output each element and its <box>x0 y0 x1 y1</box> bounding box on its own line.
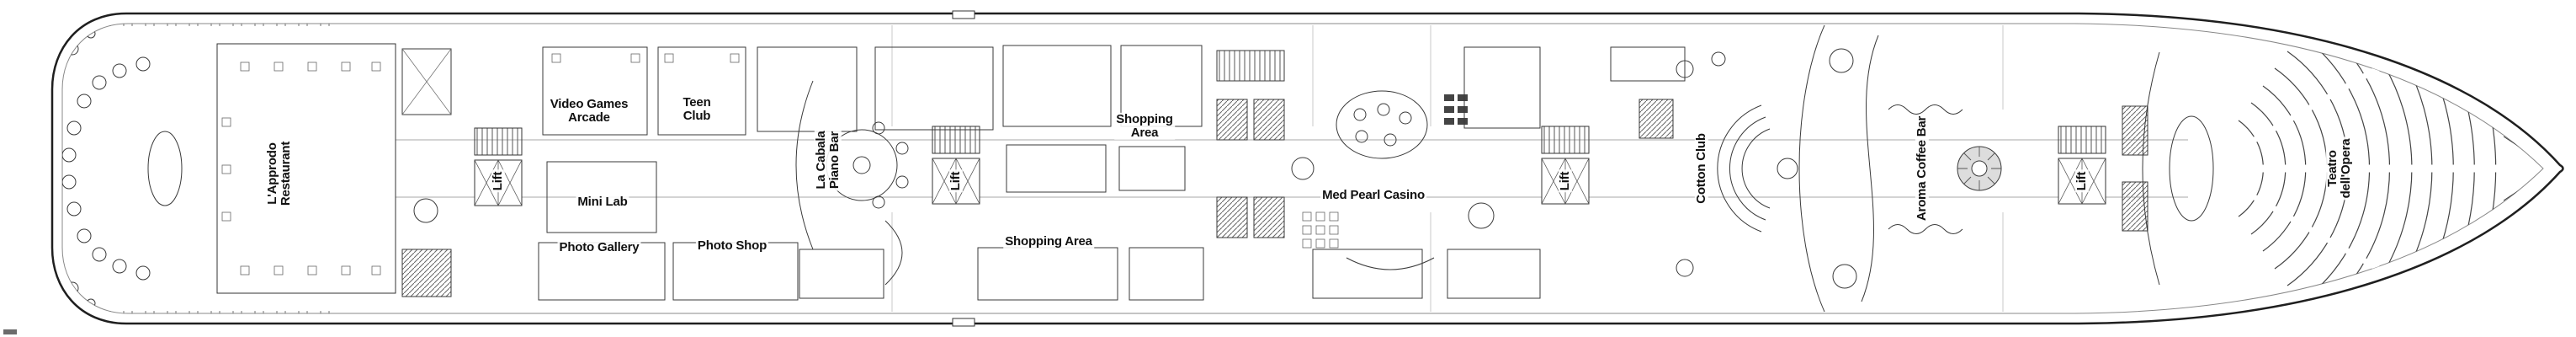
casino-room <box>1302 46 1541 299</box>
cotton-club-room <box>1610 46 1798 277</box>
service-blocks <box>1216 50 1315 238</box>
stern-lounge <box>62 29 183 308</box>
galley-block <box>401 48 452 297</box>
corridor-lines <box>396 139 2188 198</box>
curved-walls <box>1798 24 1879 313</box>
corner-mark <box>3 329 17 334</box>
davit-rows <box>101 24 340 313</box>
room-dividers <box>891 25 2004 312</box>
restaurant-room <box>216 43 396 294</box>
hull-outline <box>50 10 2564 327</box>
la-cabala-room <box>795 80 909 286</box>
